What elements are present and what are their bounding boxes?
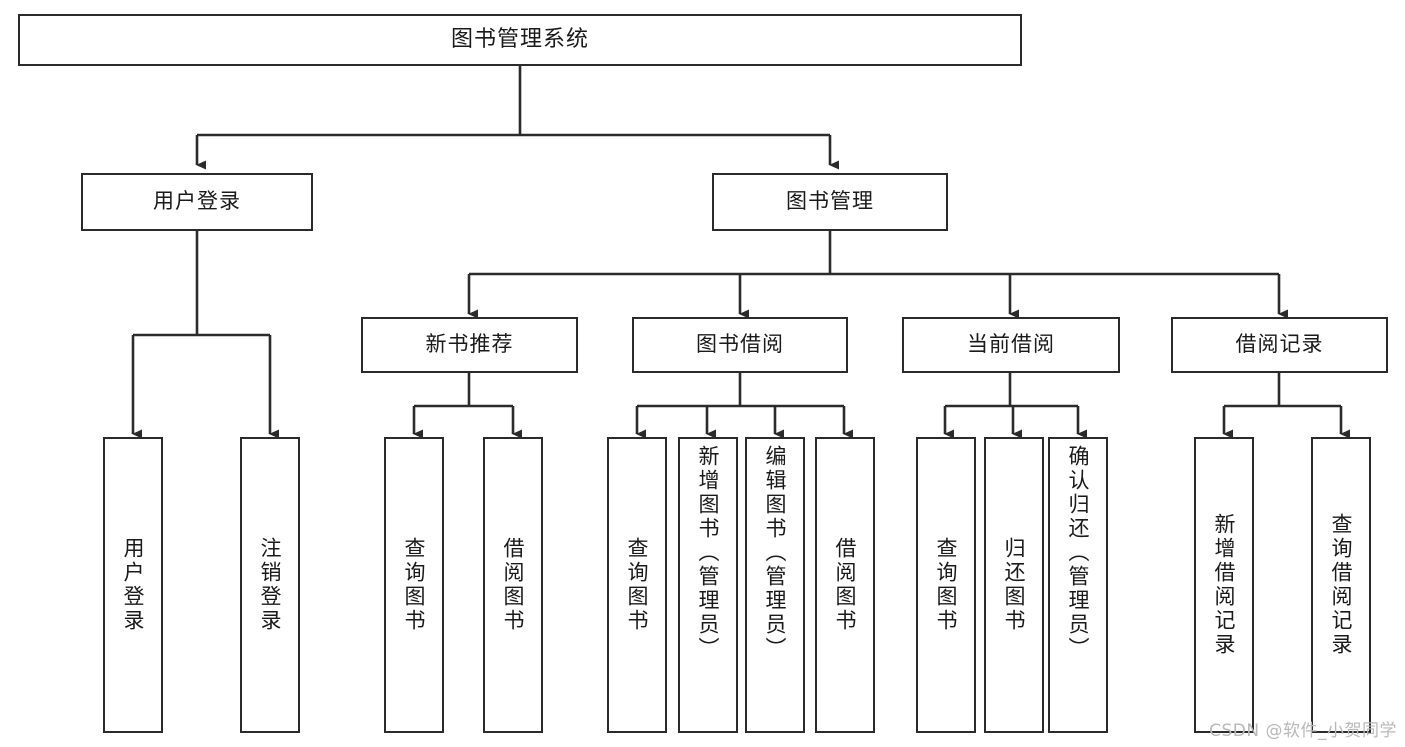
leaf-confirm-return[interactable]: 确认归还（管理员）: [1048, 437, 1108, 733]
node-book-borrow[interactable]: 图书借阅: [632, 317, 848, 373]
leaf-label: 编辑图书（管理员）: [763, 445, 788, 661]
leaf-user-login[interactable]: 用户登录: [103, 437, 163, 733]
leaf-label: 用户登录: [121, 537, 146, 633]
leaf-query-book-1[interactable]: 查询图书: [384, 437, 444, 733]
csdn-watermark: CSDN @软件_小贺同学: [1209, 721, 1397, 741]
leaf-label: 查询借阅记录: [1329, 513, 1354, 657]
leaf-label: 查询图书: [625, 537, 650, 633]
leaf-query-book-2[interactable]: 查询图书: [607, 437, 667, 733]
node-borrow-record[interactable]: 借阅记录: [1171, 317, 1388, 373]
leaf-label: 借阅图书: [833, 537, 858, 633]
node-new-book-recommend[interactable]: 新书推荐: [361, 317, 578, 373]
leaf-label: 注销登录: [258, 537, 283, 633]
leaf-return-book[interactable]: 归还图书: [984, 437, 1044, 733]
node-root-system[interactable]: 图书管理系统: [18, 14, 1022, 66]
node-book-manage[interactable]: 图书管理: [712, 173, 948, 231]
leaf-add-book[interactable]: 新增图书（管理员）: [678, 437, 738, 733]
leaf-label: 归还图书: [1002, 537, 1027, 633]
leaf-logout-login[interactable]: 注销登录: [240, 437, 300, 733]
leaf-label: 新增借阅记录: [1212, 513, 1237, 657]
leaf-add-borrow-record[interactable]: 新增借阅记录: [1194, 437, 1254, 733]
leaf-label: 确认归还（管理员）: [1066, 445, 1091, 661]
node-user-login[interactable]: 用户登录: [81, 173, 313, 231]
leaf-borrow-book-1[interactable]: 借阅图书: [483, 437, 543, 733]
leaf-label: 借阅图书: [501, 537, 526, 633]
leaf-query-book-3[interactable]: 查询图书: [916, 437, 976, 733]
leaf-borrow-book-2[interactable]: 借阅图书: [815, 437, 875, 733]
leaf-label: 查询图书: [402, 537, 427, 633]
leaf-edit-book[interactable]: 编辑图书（管理员）: [745, 437, 805, 733]
leaf-label: 查询图书: [934, 537, 959, 633]
node-current-borrow[interactable]: 当前借阅: [902, 317, 1120, 373]
leaf-query-borrow-record[interactable]: 查询借阅记录: [1311, 437, 1371, 733]
leaf-label: 新增图书（管理员）: [696, 445, 721, 661]
